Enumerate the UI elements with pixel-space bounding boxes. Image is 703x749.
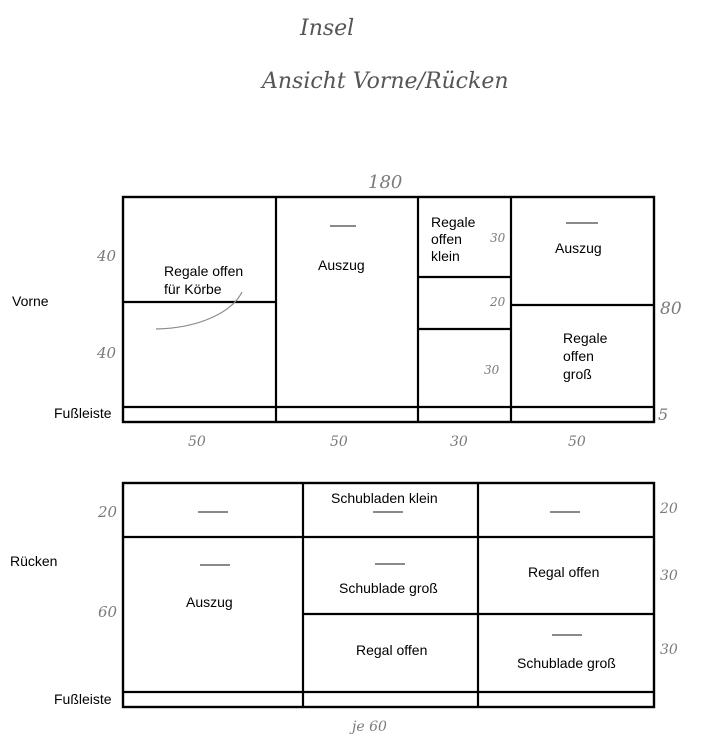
front-col4-bottom-label: Regale offen groß xyxy=(563,330,608,382)
label-line: Regale xyxy=(431,214,476,230)
front-total-width: 180 xyxy=(368,172,402,193)
back-height-right-1: 20 xyxy=(659,501,678,517)
back-width-note: je 60 xyxy=(349,719,387,735)
front-col4-top-label: Auszug xyxy=(555,240,602,256)
back-col1-label: Auszug xyxy=(186,594,233,610)
front-side-label: Vorne xyxy=(12,293,49,309)
back-col3-bottom-label: Schublade groß xyxy=(517,655,616,671)
label-line: klein xyxy=(431,248,460,264)
back-height-right-3: 30 xyxy=(660,642,678,658)
back-col2-mid-label: Schublade groß xyxy=(339,580,438,596)
back-height-right-2: 30 xyxy=(660,568,678,584)
back-height-upper: 20 xyxy=(97,503,118,521)
back-view: 20 60 20 30 30 je 60 Rücken Fußleiste Au… xyxy=(10,481,678,735)
front-width-col2: 50 xyxy=(330,434,348,450)
front-width-col3: 30 xyxy=(450,434,468,450)
back-side-label: Rücken xyxy=(10,553,57,569)
front-col1-label: Regale offen für Körbe xyxy=(164,263,243,297)
front-height-lower: 40 xyxy=(96,344,117,362)
back-cabinet-outline xyxy=(121,481,656,709)
front-width-col1: 50 xyxy=(188,434,206,450)
front-col3-dim-1: 30 xyxy=(490,231,506,245)
front-col3-dim-2: 20 xyxy=(489,295,506,309)
title-line1: Insel xyxy=(299,16,354,41)
front-baseboard-label: Fußleiste xyxy=(54,405,112,421)
title-line2: Ansicht Vorne/Rücken xyxy=(260,69,509,94)
front-pencil-curve xyxy=(155,291,243,330)
front-col2-label: Auszug xyxy=(318,257,365,273)
back-col2-top-label: Schubladen klein xyxy=(331,490,438,506)
front-cabinet-outline xyxy=(121,195,656,424)
label-line: offen xyxy=(563,348,594,364)
front-baseboard-height: 5 xyxy=(658,405,668,424)
label-line: Regale offen xyxy=(164,263,243,279)
front-height-right: 80 xyxy=(660,299,682,319)
label-line: groß xyxy=(563,366,592,382)
back-col2-bottom-label: Regal offen xyxy=(356,642,427,658)
front-view: 180 40 40 80 5 50 50 30 50 30 20 30 V xyxy=(12,172,682,450)
label-line: für Körbe xyxy=(164,281,222,297)
back-baseboard-label: Fußleiste xyxy=(54,691,112,707)
label-line: Regale xyxy=(563,330,608,346)
label-line: offen xyxy=(431,231,462,247)
front-height-upper: 40 xyxy=(96,247,117,265)
back-col3-mid-label: Regal offen xyxy=(528,564,599,580)
front-col3-dim-3: 30 xyxy=(484,363,500,377)
back-height-lower: 60 xyxy=(98,603,118,621)
front-width-col4: 50 xyxy=(568,434,586,450)
